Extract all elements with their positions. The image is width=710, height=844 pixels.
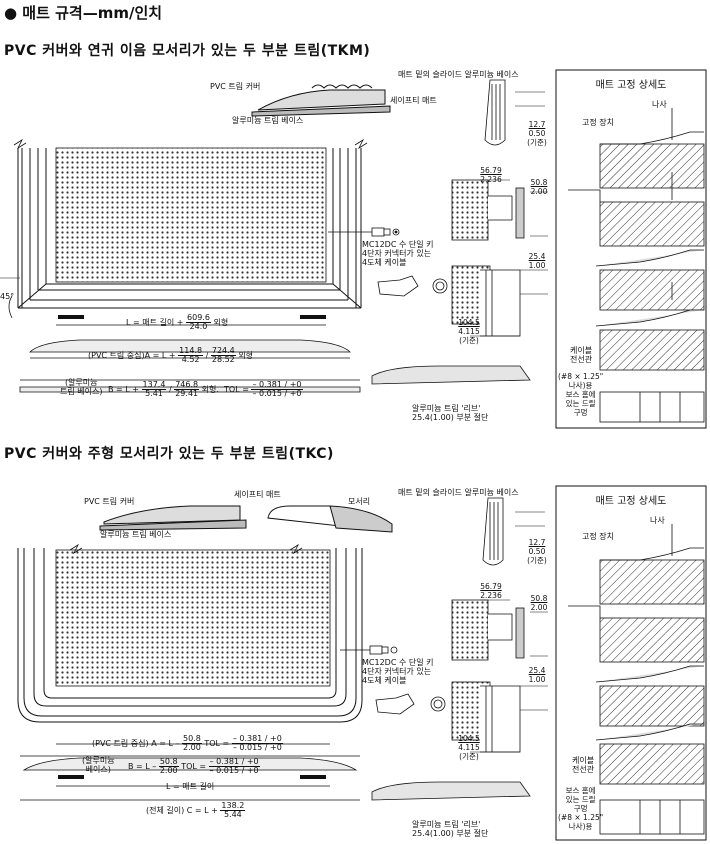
- tkc-title: PVC 커버와 주형 모서리가 있는 두 부분 트림(TKC): [4, 446, 334, 462]
- tkm-mat-top-view: [17, 148, 362, 309]
- tkc-mat-surface: [55, 549, 331, 687]
- tkm-detail-cable: 케이블 전선관: [570, 346, 593, 364]
- tkm-dim-56-79: 56.79 2.236: [480, 166, 502, 184]
- tkm-connector: [328, 227, 448, 297]
- tkc-detail-screw: 나사: [650, 516, 665, 525]
- tkm-label-safety-mat: 세이프티 매트: [390, 96, 437, 105]
- tkm-label-alu-base: 알루미늄 트림 베이스: [232, 116, 304, 125]
- tkc-profile-section: [99, 505, 393, 533]
- tkc-label-pvc-cover: PVC 트림 커버: [84, 497, 135, 506]
- tkc-connector: [340, 645, 446, 715]
- tkc-mat-top-view: [17, 548, 363, 723]
- tkc-formula-B-prefix: (알루미늄 베이스): [82, 756, 115, 774]
- tkm-detail-box: [555, 69, 707, 429]
- tkm-formula-B-prefix: (알루미늄 트림 베이스): [60, 378, 103, 396]
- tkm-detail-title: 매트 고정 상세도: [595, 80, 667, 91]
- tkc-slide-base-views: [371, 497, 531, 801]
- tkm-title: PVC 커버와 연귀 이음 모서리가 있는 두 부분 트림(TKM): [4, 43, 371, 59]
- tkm-mat-surface: [55, 147, 327, 283]
- tkm-detail-fixing: 고정 장치: [582, 118, 614, 127]
- tkm-dim-50-8: 50.8 2.00: [530, 178, 548, 196]
- page-title: ● 매트 규격—mm/인치: [4, 4, 163, 22]
- tkm-label-pvc-cover: PVC 트림 커버: [210, 82, 261, 91]
- tkm-dim-25-4: 25.4 1.00: [528, 252, 546, 270]
- tkc-label-slide-base: 매트 밑의 슬라이드 알루미늄 베이스: [398, 488, 519, 497]
- tkc-dim-56-79: 56.79 2.236: [480, 582, 502, 600]
- tkc-label-safety-mat: 세이프티 매트: [234, 490, 281, 499]
- tkc-dim-104-5: 104.5 4.115 (기준): [458, 734, 480, 761]
- tkm-side-view-a: [29, 339, 351, 353]
- tkm-detail-boss: (#8 × 1.25" 나사)용 보스 홈에 있는 드릴 구멍: [558, 372, 604, 417]
- tkc-dim-25-4: 25.4 1.00: [528, 666, 546, 684]
- tkm-detail-steps: [568, 108, 705, 423]
- tkm-connector-label: MC12DC 수 단일 키 4단자 커넥터가 있는 4도체 케이블: [362, 240, 434, 267]
- tkc-detail-steps: [568, 524, 705, 835]
- tkc-detail-title: 매트 고정 상세도: [595, 496, 667, 507]
- tkc-formula-L: L = 매트 길이: [166, 782, 215, 791]
- tkm-profile-section: [251, 84, 391, 117]
- tkc-detail-box: [555, 485, 707, 841]
- tkc-rib-note: 알루미늄 트림 '리브' 25.4(1.00) 부분 절단: [412, 820, 489, 838]
- tkc-dim-50-8: 50.8 2.00: [530, 594, 548, 612]
- tkc-detail-fixing: 고정 장치: [582, 532, 614, 541]
- tkc-detail-boss: 보스 홈에 있는 드릴 구멍 (#8 × 1.25" 나사)용: [558, 786, 604, 831]
- tkc-detail-cable: 케이블 전선관: [572, 756, 595, 774]
- tkm-rib-note: 알루미늄 트림 '리브' 25.4(1.00) 부분 절단: [412, 404, 489, 422]
- tkm-dim-104-5: 104.5 4.115 (기준): [458, 318, 480, 345]
- tkm-slide-base-views: [371, 79, 531, 385]
- tkc-label-alu-base: 알루미늄 트림 베이스: [100, 530, 172, 539]
- tkm-detail-screw: 나사: [652, 100, 667, 109]
- tkc-dim-12-7: 12.7 0.50 (기준): [527, 538, 547, 565]
- tkc-side-view: [22, 757, 358, 771]
- tkm-dim-12-7: 12.7 0.50 (기준): [527, 120, 547, 147]
- tkc-connector-label: MC12DC 수 단일 키 4단자 커넥터가 있는 4도체 케이블: [362, 658, 434, 685]
- tkm-angle: 45°: [0, 292, 15, 301]
- tkm-label-slide-base: 매트 밑의 슬라이드 알루미늄 베이스: [398, 70, 519, 79]
- tkc-label-corner: 모서리: [348, 497, 371, 506]
